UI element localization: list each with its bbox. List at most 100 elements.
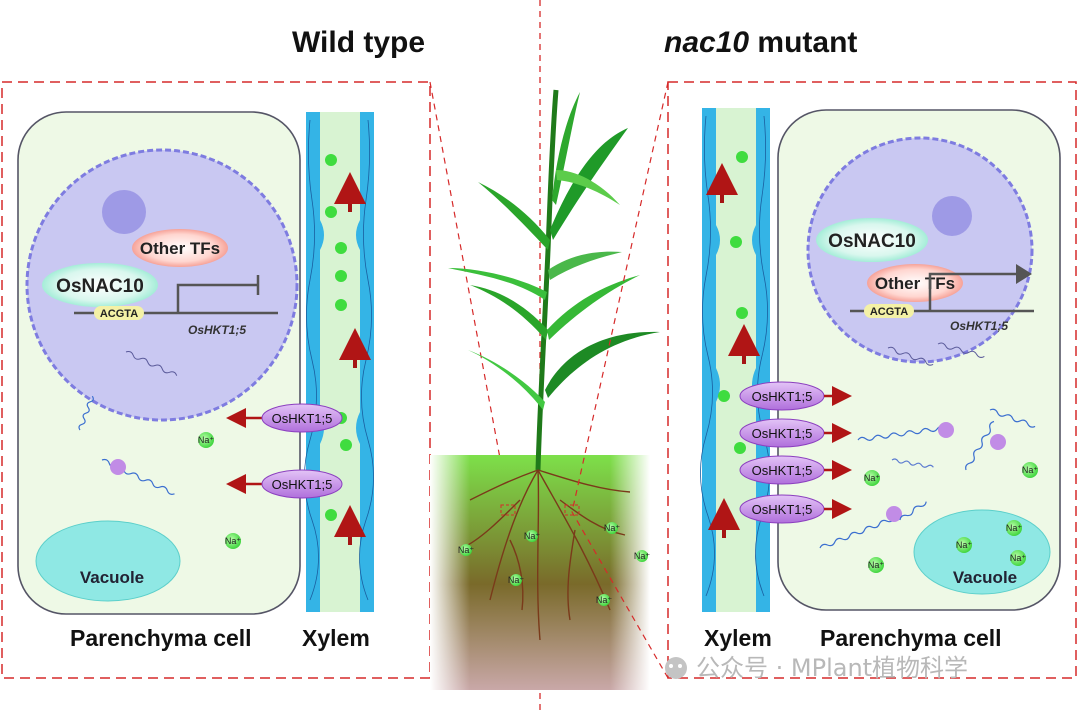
right-ribosome-3 [886,506,902,522]
right-na-cell-3 [868,557,884,573]
left-other-tfs [132,229,228,267]
left-nucleus [25,148,299,422]
left-na-cell-1 [198,432,214,448]
watermark-text: 公众号 · MPlant植物科学 [696,654,968,682]
leaf-1 [478,182,550,250]
right-transporter-3-label: OsHKT1;5 [752,463,813,478]
root-9 [567,529,576,621]
left-mrna-1 [78,395,94,431]
left-xylem-label: Xylem [302,625,370,651]
left-title: Wild type [292,26,425,59]
right-osnac10-label: OsNAC10 [828,231,916,252]
right-vac-na-3 [1010,550,1026,566]
right-mrna-1 [857,425,954,441]
left-acgta-box [94,306,144,320]
right-vacuole-label: Vacuole [953,568,1017,587]
left-xylem-na-8 [325,509,337,521]
left-vacuole [35,520,181,602]
left-transporter-1: OsHKT1;5 [226,403,343,433]
right-osnac10 [816,218,928,262]
soil-na-3 [510,574,522,586]
plant-stem [535,89,559,471]
left-parenchyma-label: Parenchyma cell [70,625,252,651]
soil-na-3-label: Na⁺ [508,575,525,585]
root-5 [537,469,631,493]
left-xylem-na-1 [325,154,337,166]
soil-na-1-label: Na⁺ [458,545,475,555]
center-plant: Na⁺ Na⁺ Na⁺ Na⁺ Na⁺ Na⁺ [430,89,660,690]
left-nucleolus [102,190,146,234]
right-transporter-2-label: OsHKT1;5 [752,426,813,441]
leaf-3 [448,268,547,300]
plant-roots [461,469,631,641]
soil-na-2-label: Na⁺ [524,531,541,541]
right-panel: OsNAC10 Other TFs ACGTA OsHKT1;5 Na⁺ Na⁺… [571,81,1077,679]
leaf-7 [468,350,545,410]
left-xylem-na-2 [325,206,337,218]
right-xylem [700,108,770,612]
right-zoom-line-bottom [571,511,669,679]
right-na-cell-1 [864,470,880,486]
leaf-9 [556,170,620,205]
left-xylem-na-3 [335,242,347,254]
root-1 [489,469,539,601]
right-na-cell-2-label: Na⁺ [1022,465,1039,475]
wechat-icon [665,657,687,679]
watermark: 公众号 · MPlant植物科学 [665,654,968,682]
right-acgta-box [864,304,914,318]
right-vac-na-2 [1006,520,1022,536]
right-mrna-4 [891,458,934,468]
right-transporter-1: OsHKT1;5 [739,381,852,411]
right-other-tfs-label: Other TFs [875,274,955,293]
left-transporter-2: OsHKT1;5 [226,469,343,499]
left-xylem [304,112,374,612]
left-ribosome [110,459,126,475]
left-promoter-repressed [176,283,258,313]
right-xylem-lumen [716,108,756,612]
left-panel-frame [1,81,431,679]
right-title: nac10 mutant [664,26,857,59]
left-xylem-na-5 [335,299,347,311]
leaf-6 [545,331,660,398]
right-vac-na-3-label: Na⁺ [1010,553,1027,563]
soil-na-5-label: Na⁺ [634,551,651,561]
root-7 [559,499,626,536]
right-zoom-line-top [571,81,669,513]
root-3 [537,469,611,611]
wechat-icon-eye-right [678,664,682,668]
soil-na-1 [460,544,472,556]
right-transporter-3: OsHKT1;5 [739,455,852,485]
soil-na-4-label: Na⁺ [604,523,621,533]
left-transporter-1-shape [261,403,343,433]
left-transporter-1-label: OsHKT1;5 [272,411,333,426]
right-ribosome-1 [938,422,954,438]
right-title-italic: nac10 [664,26,749,59]
soil-na-4 [606,522,618,534]
right-xylem-na-1 [736,151,748,163]
leaf-5 [547,275,640,340]
right-acgta-label: ACGTA [870,306,908,318]
root-4 [469,469,539,501]
right-vac-na-2-label: Na⁺ [1006,523,1023,533]
root-2 [536,469,541,641]
left-acgta-label: ACGTA [100,308,138,320]
right-gene-label: OsHKT1;5 [950,319,1008,333]
right-activation-arrowhead [1016,264,1032,284]
right-nucleolus [932,196,972,236]
left-panel: Other TFs OsNAC10 ACGTA OsHKT1;5 Na⁺ Na⁺… [1,81,511,679]
right-mrna-5 [819,517,895,549]
left-xylem-na-7 [340,439,352,451]
left-osnac10 [42,263,158,307]
right-na-cell-3-label: Na⁺ [868,560,885,570]
left-transporter-2-shape [261,469,343,499]
left-transporter-2-label: OsHKT1;5 [272,477,333,492]
root-8 [509,539,524,611]
right-mrna-6 [899,501,927,521]
left-gene-label: OsHKT1;5 [188,323,246,337]
soil-na-2 [526,530,538,542]
soil-na-5 [636,550,648,562]
leaf-10 [548,251,622,280]
right-na-cell-1-label: Na⁺ [864,473,881,483]
